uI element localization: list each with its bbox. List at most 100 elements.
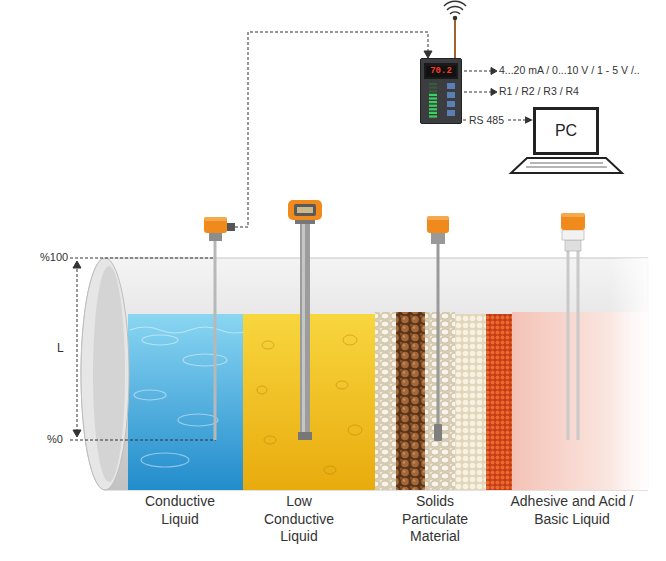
oil-drops-part xyxy=(264,436,276,444)
adhesive-probe-part xyxy=(561,213,585,230)
faceplate-part xyxy=(429,112,437,114)
water-ripples-part xyxy=(183,354,227,366)
output-arrows-part xyxy=(464,92,492,93)
pc-monitor: PC xyxy=(533,107,599,155)
laptop-base xyxy=(511,158,622,173)
faceplate-part xyxy=(447,101,455,107)
conductive-probe-part xyxy=(214,240,217,440)
faceplate-part xyxy=(424,63,458,79)
dimension-label: L xyxy=(57,341,64,356)
low-conductive-probe-part xyxy=(302,222,305,440)
medium-caption: Adhesive and Acid / Basic Liquid xyxy=(508,493,636,528)
oil-drops-part xyxy=(336,381,348,389)
tank-contents-part xyxy=(375,312,396,494)
sensor-cable xyxy=(235,32,432,227)
low-conductive-probe xyxy=(288,200,322,440)
faceplate-part xyxy=(429,105,437,107)
conductive-probe-part xyxy=(209,232,222,241)
oil-drops-part xyxy=(257,386,267,394)
medium-caption: Solids Particulate Material xyxy=(389,493,481,546)
faceplate-part xyxy=(429,83,437,85)
water-ripples xyxy=(130,327,250,467)
level-mark: %0 xyxy=(47,433,63,447)
tank-body-part xyxy=(610,258,650,490)
low-conductive-probe-part xyxy=(288,200,322,220)
adhesive-probe-part xyxy=(567,250,570,440)
oil-drops-part xyxy=(343,335,357,345)
water-ripples-part xyxy=(141,453,189,467)
solids-probe xyxy=(427,216,449,441)
wireless-antenna-part xyxy=(454,20,456,58)
solids-probe-part xyxy=(437,244,440,426)
level-dimension-part xyxy=(77,264,78,434)
solids-probe-part xyxy=(427,216,449,220)
tank-contents-part xyxy=(396,312,425,494)
laptop-base-part xyxy=(526,163,607,167)
tank-contents xyxy=(128,312,648,494)
low-conductive-probe-part xyxy=(298,432,312,440)
laptop-base-part xyxy=(511,158,622,173)
faceplate-part xyxy=(429,94,437,96)
faceplate-part xyxy=(429,115,437,117)
adhesive-probe-part xyxy=(565,240,581,251)
tank-body xyxy=(81,258,650,494)
faceplate-part xyxy=(447,110,455,116)
controller-unit: 70.2 xyxy=(420,58,462,124)
solids-probe-part xyxy=(431,232,445,244)
adhesive-probe-part xyxy=(577,250,580,440)
oil-drops-part xyxy=(324,466,336,474)
medium-caption: Low Conductive Liquid xyxy=(253,493,345,546)
conductive-probe-part xyxy=(227,223,235,231)
conductive-probe xyxy=(204,217,235,440)
conductive-probe-part xyxy=(204,217,227,221)
level-dimension-part xyxy=(73,261,81,268)
adhesive-probe xyxy=(561,213,585,440)
water-ripples-part xyxy=(130,327,250,333)
output-arrows-part xyxy=(491,68,497,75)
faceplate-part xyxy=(429,101,437,103)
solids-probe-part xyxy=(434,424,442,441)
level-dimension xyxy=(70,258,216,440)
bus-label: RS 485 xyxy=(467,114,506,126)
output-arrows-part xyxy=(464,71,492,72)
display-readout: 70.2 xyxy=(426,66,456,77)
relay-output: R1 / R2 / R3 / R4 xyxy=(499,85,579,98)
medium-caption: Conductive Liquid xyxy=(134,493,226,528)
adhesive-probe-part xyxy=(562,230,584,240)
faceplate-part xyxy=(447,83,455,89)
level-dimension-part xyxy=(70,258,216,259)
level-dimension-part xyxy=(73,430,81,437)
faceplate-part xyxy=(447,92,455,98)
tank-contents-part xyxy=(128,314,243,494)
sensor-cable-part xyxy=(424,51,432,58)
wireless-antenna-part xyxy=(447,7,463,10)
low-conductive-probe-part xyxy=(297,207,313,213)
faceplate-part xyxy=(429,90,437,92)
level-mark: %100 xyxy=(40,251,68,265)
wireless-antenna-part xyxy=(450,12,460,14)
solids-probe-part xyxy=(427,216,449,233)
wireless-antenna xyxy=(444,1,466,58)
output-arrows xyxy=(464,68,497,96)
analog-output: 4...20 mA / 0...10 V / 1 - 5 V /.. xyxy=(499,64,640,77)
low-conductive-probe-part xyxy=(294,204,316,216)
level-dimension-part xyxy=(70,440,216,441)
sensor-cable-part xyxy=(235,32,428,227)
tank-contents-part xyxy=(486,314,512,494)
water-ripples-part xyxy=(178,414,218,426)
faceplate-part xyxy=(429,87,437,89)
tank-body-part xyxy=(93,266,125,482)
output-arrows-part xyxy=(491,89,497,96)
tank-contents-part xyxy=(455,314,486,494)
faceplate-part xyxy=(429,108,437,110)
adhesive-probe-part xyxy=(561,213,585,217)
conductive-probe-part xyxy=(204,217,227,233)
tank-body-part xyxy=(81,258,129,490)
node-text: PC xyxy=(555,122,577,140)
wireless-antenna-part xyxy=(453,16,456,19)
water-ripples-part xyxy=(134,390,166,400)
oil-drops-part xyxy=(262,341,274,349)
